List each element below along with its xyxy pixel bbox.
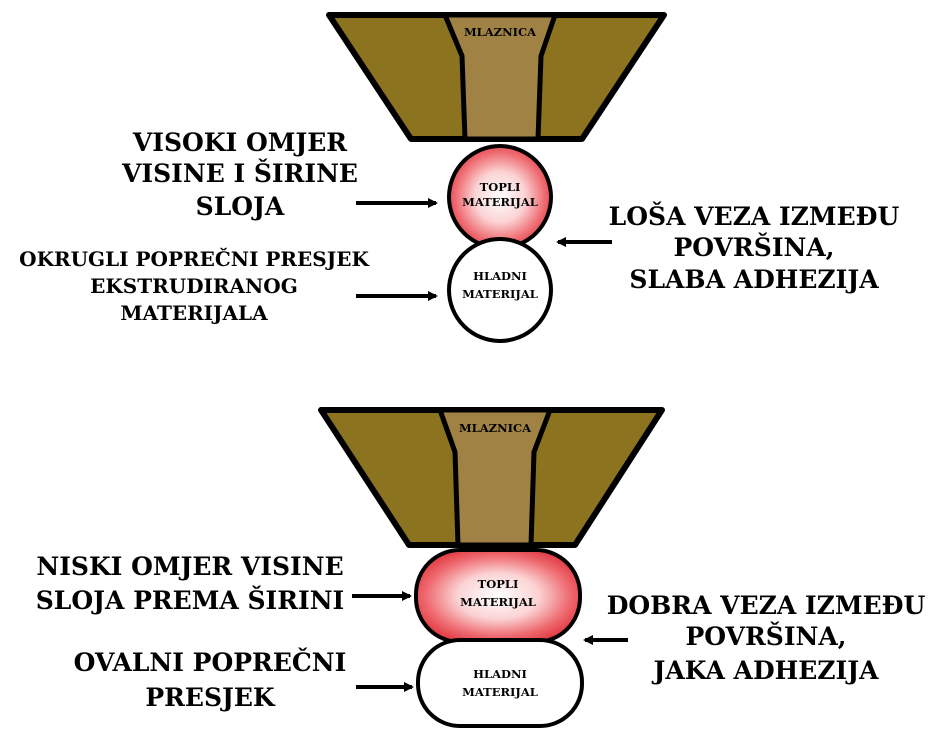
- hot-material-top: TOPLI MATERIJAL: [447, 144, 553, 250]
- nozzle-channel: [437, 407, 553, 548]
- bottom-panel: MLAZNICA TOPLI MATERIJAL HLADNI MATERIJA…: [36, 407, 926, 728]
- annotation-line: OVALNI POPREČNI: [74, 648, 347, 677]
- cold-material-circle: [447, 237, 553, 343]
- nozzle-label: MLAZNICA: [459, 421, 532, 435]
- left-lower-annotation-bottom: OVALNI POPREČNI PRESJEK: [74, 648, 347, 712]
- annotation-line: MATERIJALA: [120, 301, 268, 325]
- annotation-line: OKRUGLI POPREČNI PRESJEK: [19, 246, 369, 271]
- annotation-line: POVRŠINA,: [685, 622, 846, 651]
- annotation-line: SLOJA PREMA ŠIRINI: [36, 586, 345, 615]
- annotation-line: SLOJA: [196, 192, 285, 221]
- top-panel: MLAZNICA TOPLI MATERIJAL HLADNI MATERIJA…: [19, 12, 900, 343]
- hot-material-label-line2: MATERIJAL: [460, 595, 536, 609]
- left-upper-annotation-bottom: NISKI OMJER VISINE SLOJA PREMA ŠIRINI: [36, 552, 345, 615]
- annotation-line: EKSTRUDIRANOG: [90, 274, 298, 298]
- annotation-line: DOBRA VEZA IZMEĐU: [607, 591, 926, 620]
- nozzle-channel: [442, 12, 558, 142]
- cold-material-label-line2: MATERIJAL: [462, 287, 538, 301]
- annotation-line: POVRŠINA,: [673, 233, 834, 262]
- hot-material-bottom: TOPLI MATERIJAL: [414, 548, 582, 644]
- annotation-line: NISKI OMJER VISINE: [36, 552, 343, 581]
- left-lower-annotation-top: OKRUGLI POPREČNI PRESJEK EKSTRUDIRANOG M…: [19, 246, 369, 325]
- hot-material-label-line1: TOPLI: [478, 577, 519, 591]
- cold-material-label-line2: MATERIJAL: [462, 685, 538, 699]
- annotation-line: SLABA ADHEZIJA: [629, 265, 879, 294]
- cold-material-top: HLADNI MATERIJAL: [447, 237, 553, 343]
- cold-material-label-line1: HLADNI: [473, 269, 527, 283]
- right-annotation-bottom: DOBRA VEZA IZMEĐU POVRŠINA, JAKA ADHEZIJ…: [607, 591, 926, 685]
- nozzle-top: MLAZNICA: [326, 12, 667, 142]
- annotation-line: LOŠA VEZA IZMEĐU: [609, 202, 900, 231]
- annotation-line: VISINE I ŠIRINE: [121, 159, 358, 188]
- hot-material-label-line2: MATERIJAL: [462, 195, 538, 209]
- annotation-line: PRESJEK: [145, 683, 276, 712]
- left-upper-annotation-top: VISOKI OMJER VISINE I ŠIRINE SLOJA: [121, 128, 358, 221]
- cold-material-oval: [416, 638, 584, 728]
- nozzle-bottom: MLAZNICA: [318, 407, 665, 548]
- nozzle-label: MLAZNICA: [464, 25, 537, 39]
- right-annotation-top: LOŠA VEZA IZMEĐU POVRŠINA, SLABA ADHEZIJ…: [609, 202, 900, 294]
- cold-material-bottom: HLADNI MATERIJAL: [416, 638, 584, 728]
- annotation-line: VISOKI OMJER: [132, 128, 347, 157]
- hot-material-label-line1: TOPLI: [480, 180, 521, 194]
- annotation-line: JAKA ADHEZIJA: [652, 656, 880, 685]
- cold-material-label-line1: HLADNI: [473, 667, 527, 681]
